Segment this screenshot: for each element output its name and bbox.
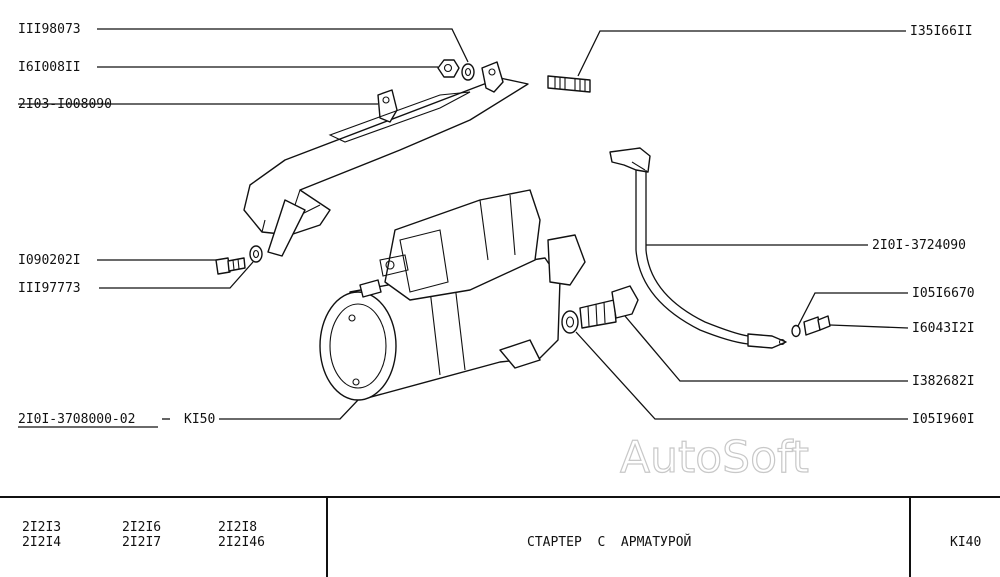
bolt-large-part (579, 285, 639, 329)
washer-large-part (561, 310, 579, 334)
model-3: 2I2I8 (218, 520, 257, 535)
part-label-5: III97773 (18, 281, 81, 296)
washer-left-part (249, 245, 263, 263)
model-5: 2I2I7 (122, 535, 161, 550)
stud-part (547, 75, 591, 93)
part-label-6: 2I0I-3708000-02 (18, 412, 135, 427)
cable-part (609, 147, 787, 349)
washer-top-part (461, 63, 475, 81)
part-label-9: I05I6670 (912, 286, 975, 301)
part-label-2: I6I008II (18, 60, 81, 75)
model-2: 2I2I6 (122, 520, 161, 535)
part-label-1: III98073 (18, 22, 81, 37)
bracket-part (243, 61, 529, 257)
part-label-11: I382682I (912, 374, 975, 389)
nut-part (437, 59, 460, 78)
model-1: 2I2I3 (22, 520, 61, 535)
footer-box (0, 496, 1000, 577)
model-4: 2I2I4 (22, 535, 61, 550)
part-label-8: 2I0I-3724090 (872, 238, 966, 253)
sheet-code: KI40 (950, 535, 981, 550)
part-label-6b: KI50 (184, 412, 215, 427)
washer-right-part (791, 324, 801, 338)
model-6: 2I2I46 (218, 535, 265, 550)
starter-motor-part (319, 189, 586, 401)
part-label-12: I05I960I (912, 412, 975, 427)
bolt-left-part (215, 257, 246, 275)
bolt-right-part (803, 315, 831, 336)
part-label-10: I6043I2I (912, 321, 975, 336)
part-label-4: I090202I (18, 253, 81, 268)
watermark: AutoSoft (620, 432, 809, 483)
part-label-7: I35I66II (910, 24, 973, 39)
sheet-title: СТАРТЕР С АРМАТУРОЙ (527, 534, 691, 550)
leader-lines (97, 28, 909, 420)
